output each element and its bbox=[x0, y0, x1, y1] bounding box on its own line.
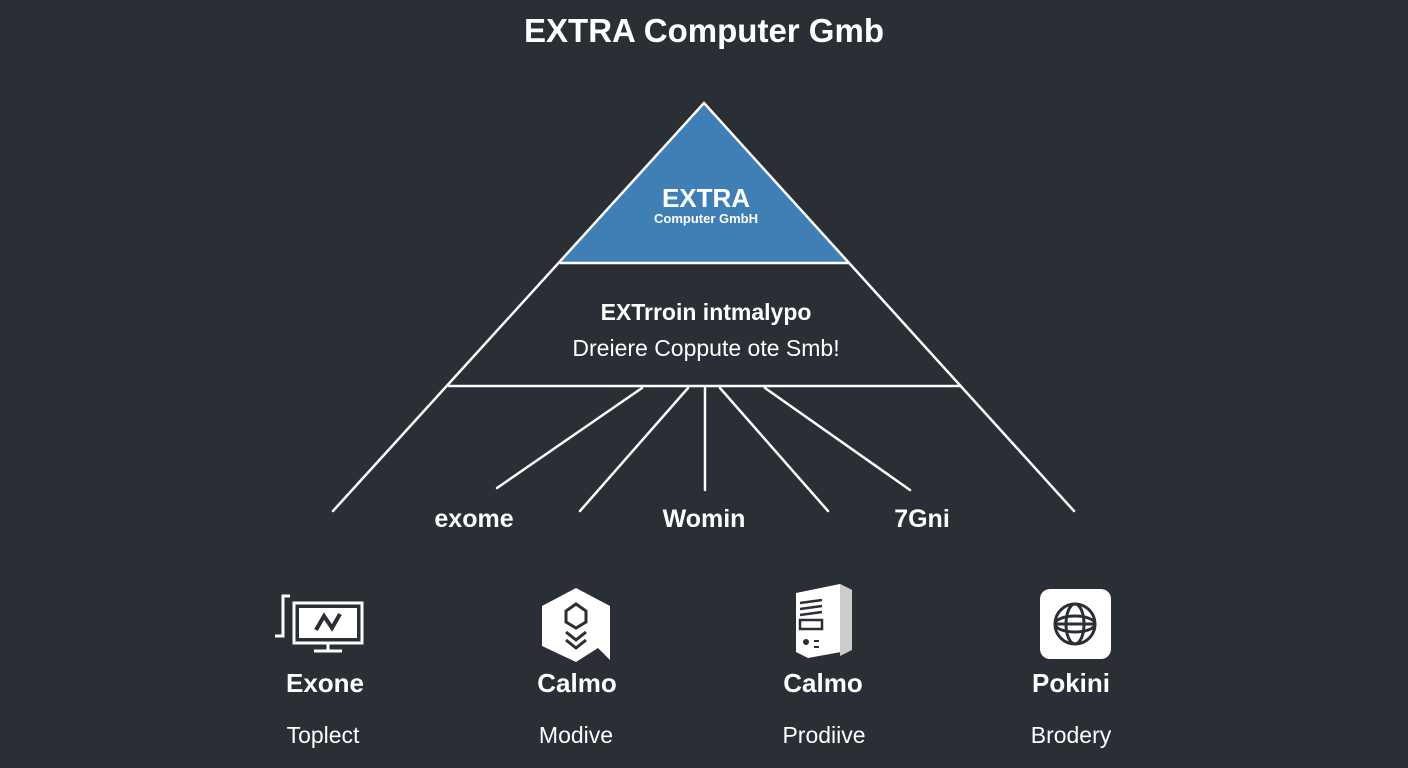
item-subtitle: Toplect bbox=[286, 722, 360, 748]
item-subtitle: Modive bbox=[538, 722, 614, 748]
pyramid-apex-tier bbox=[560, 103, 848, 263]
branch-line bbox=[763, 386, 912, 492]
branch-label: 7Gni bbox=[894, 505, 950, 533]
item-title: Calmo bbox=[537, 668, 617, 698]
hexagon-badge-icon bbox=[542, 588, 610, 662]
item-title: Calmo bbox=[783, 668, 863, 698]
apex-label: EXTRA bbox=[661, 183, 751, 213]
item-subtitle: Brodery bbox=[1030, 722, 1112, 748]
branch-line bbox=[495, 386, 644, 490]
branch-line bbox=[578, 386, 690, 513]
pyramid-right-edge bbox=[702, 101, 1076, 513]
pyramid-left-edge bbox=[331, 101, 706, 513]
item-title: Pokini bbox=[1031, 668, 1111, 698]
branch-label: exome bbox=[434, 505, 514, 533]
item-subtitle: Prodiive bbox=[782, 722, 866, 748]
branch-label: Womin bbox=[662, 505, 746, 533]
item-title: Exone bbox=[285, 668, 365, 698]
middle-tier-label: EXTrroin intmalypo bbox=[600, 299, 812, 325]
server-tower-icon bbox=[796, 584, 852, 658]
globe-app-icon bbox=[1040, 589, 1111, 659]
branch-line bbox=[718, 386, 830, 513]
apex-sublabel: Computer GmbH bbox=[654, 211, 758, 226]
monitor-chart-icon bbox=[275, 594, 364, 653]
middle-tier-sublabel: Dreiere Coppute ote Smb! bbox=[572, 335, 840, 361]
page-title: EXTRA Computer Gmb bbox=[524, 12, 884, 49]
